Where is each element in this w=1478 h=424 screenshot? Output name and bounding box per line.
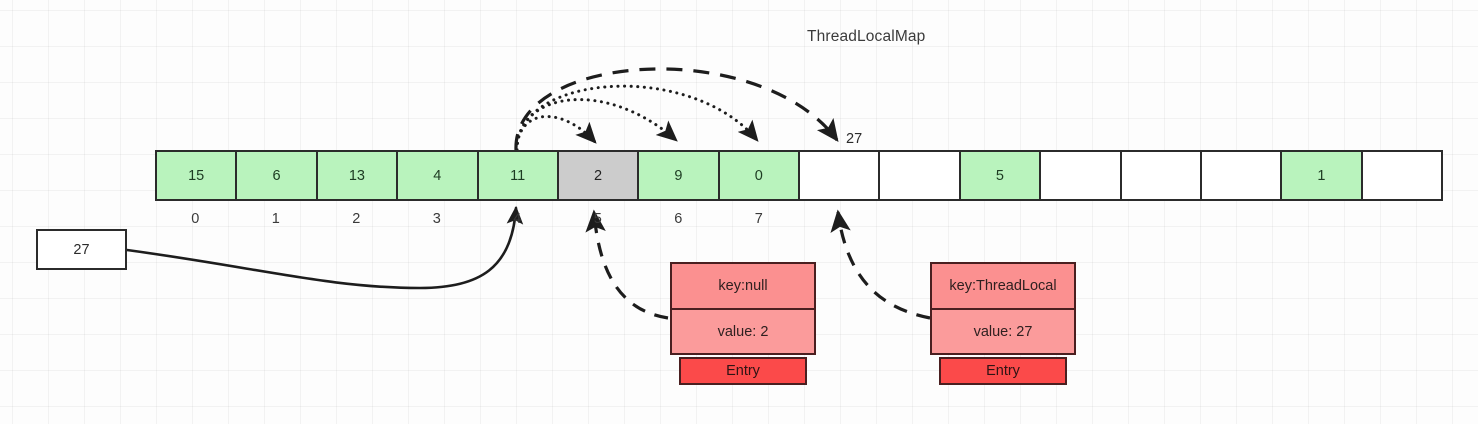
array-cell-11[interactable] xyxy=(1041,152,1122,199)
entry-stale-tab: Entry xyxy=(679,357,807,385)
array-index-0: 0 xyxy=(191,211,200,227)
array-index-1: 1 xyxy=(271,211,280,227)
array-index-3: 3 xyxy=(432,211,441,227)
array-cell-7-value: 0 xyxy=(754,167,763,184)
array-index-5: 5 xyxy=(593,211,602,227)
array-cell-1[interactable]: 6 xyxy=(237,152,318,199)
array-cell-10[interactable]: 5 xyxy=(960,152,1042,199)
array-cell-8[interactable] xyxy=(800,152,881,199)
source-value-label: 27 xyxy=(73,241,90,258)
array-cell-4[interactable]: 11 xyxy=(478,152,559,199)
array-cell-5[interactable]: 2 xyxy=(558,152,640,199)
probe-arc-4-to-5 xyxy=(515,115,597,152)
probe-arc-4-to-7 xyxy=(515,84,759,152)
probe-arc-4-to-6 xyxy=(515,98,678,152)
entry-stale[interactable]: key:null value: 2 Entry xyxy=(670,262,816,385)
array-cell-13[interactable] xyxy=(1201,152,1283,199)
entry-threadlocal-value: value: 27 xyxy=(932,310,1074,353)
array-cell-2[interactable]: 13 xyxy=(317,152,399,199)
array-cell-6-value: 9 xyxy=(674,167,683,184)
hash-array: 15 6 13 4 11 2 9 0 5 1 xyxy=(155,150,1443,201)
array-cell-3-value: 4 xyxy=(433,167,442,184)
insert-slot-label: 27 xyxy=(846,131,863,147)
array-cell-3[interactable]: 4 xyxy=(398,152,479,199)
array-cell-7[interactable]: 0 xyxy=(719,152,800,199)
array-cell-14[interactable]: 1 xyxy=(1282,152,1363,199)
array-index-6: 6 xyxy=(674,211,683,227)
entry-threadlocal-key: key:ThreadLocal xyxy=(932,264,1074,310)
array-index-7: 7 xyxy=(754,211,763,227)
array-cell-5-value: 2 xyxy=(594,167,603,184)
entry-threadlocal-tab: Entry xyxy=(939,357,1067,385)
entry-stale-key: key:null xyxy=(672,264,814,310)
array-cell-6[interactable]: 9 xyxy=(639,152,720,199)
array-cell-2-value: 13 xyxy=(348,167,365,184)
array-cell-12[interactable] xyxy=(1121,152,1202,199)
array-cell-15[interactable] xyxy=(1362,152,1441,199)
threadlocal-entry-to-slot8 xyxy=(830,209,931,320)
array-cell-10-value: 5 xyxy=(995,167,1004,184)
entry-threadlocal-body: key:ThreadLocal value: 27 xyxy=(930,262,1076,355)
source-value-box[interactable]: 27 xyxy=(36,229,127,270)
array-cell-0[interactable]: 15 xyxy=(157,152,238,199)
insert-arc-4-to-8 xyxy=(514,67,839,151)
array-cell-0-value: 15 xyxy=(188,167,205,184)
entry-threadlocal[interactable]: key:ThreadLocal value: 27 Entry xyxy=(930,262,1076,385)
stale-entry-to-slot5 xyxy=(585,209,669,320)
entry-stale-body: key:null value: 2 xyxy=(670,262,816,355)
array-index-4: 4 xyxy=(513,211,522,227)
page-title: ThreadLocalMap xyxy=(807,28,926,45)
array-cell-1-value: 6 xyxy=(272,167,281,184)
array-cell-9[interactable] xyxy=(880,152,961,199)
array-cell-4-value: 11 xyxy=(510,167,526,184)
array-index-2: 2 xyxy=(352,211,361,227)
entry-stale-value: value: 2 xyxy=(672,310,814,353)
array-cell-14-value: 1 xyxy=(1317,167,1326,184)
